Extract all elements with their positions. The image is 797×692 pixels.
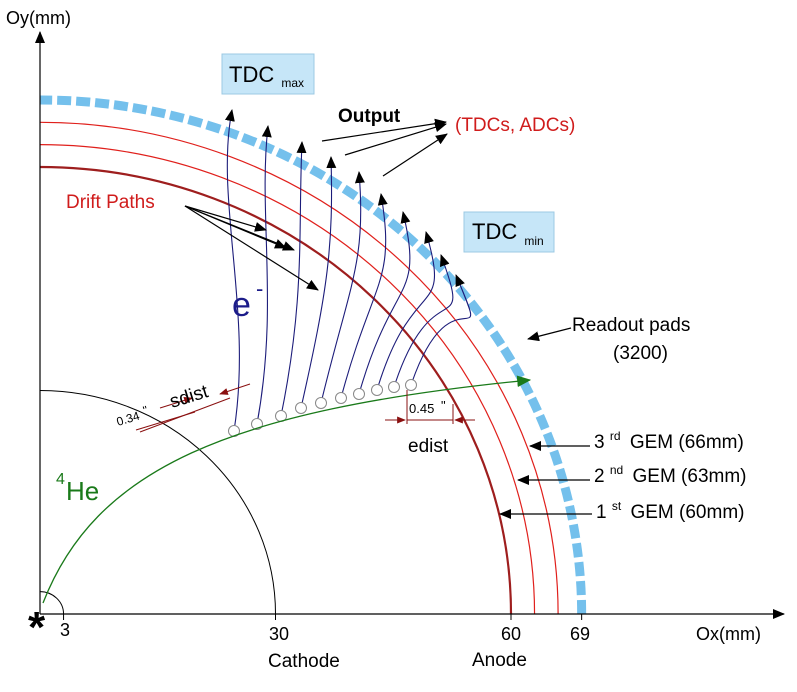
drift-path-1 <box>224 109 240 432</box>
output-annotation: Output (TDCs, ADCs) <box>321 106 575 177</box>
gem1-text: GEM (60mm) <box>630 502 744 523</box>
sdist-value: 0.34 " <box>114 403 150 429</box>
gem-labels: 3 rd GEM (66mm) 2 nd GEM (63mm) 1 st GEM… <box>499 424 747 523</box>
ionization-point-4 <box>295 402 307 414</box>
edist-label: edist <box>408 436 449 457</box>
gem3-sup: rd <box>610 429 621 443</box>
gem3-text: GEM (66mm) <box>630 432 744 453</box>
tdc-max-main: TDC <box>229 62 274 87</box>
helium-label: 4 He <box>56 471 99 506</box>
readout-pads-ring <box>39 95 587 615</box>
helium-symbol: He <box>66 476 99 506</box>
tdc-min-main: TDC <box>472 219 517 244</box>
gem2-label: 2 nd GEM (63mm) <box>594 458 747 487</box>
cathode-label: Cathode <box>268 651 340 672</box>
tdc-min-box: TDC min <box>463 211 555 253</box>
readout-pads-count: (3200) <box>613 343 668 364</box>
tdc-min-box-bg <box>463 211 555 253</box>
ionization-point-10 <box>405 379 417 391</box>
sdist-arrow-left <box>159 397 193 409</box>
helium-track <box>42 375 532 604</box>
tdc-max-sub: max <box>281 76 304 90</box>
detector-rings <box>39 95 587 615</box>
electron-charge: - <box>256 276 263 301</box>
drift-path-8 <box>376 231 436 391</box>
edist-dimension: 0.45 " edist <box>385 390 475 457</box>
anode-label: Anode <box>472 650 527 671</box>
drift-path-10 <box>410 274 472 386</box>
axes: Oy(mm) Ox(mm) * 3 30 60 69 Cathode Anode <box>6 8 785 672</box>
gem3-ord: 3 <box>594 432 605 453</box>
edist-value: 0.45 " <box>409 398 446 416</box>
drift-path-2 <box>256 125 272 425</box>
gem2-ring <box>39 144 536 615</box>
output-arrow-2 <box>344 122 447 156</box>
ionization-point-9 <box>388 381 400 393</box>
readout-pads-pointer <box>527 327 572 342</box>
drift-path-5 <box>320 171 365 404</box>
drift-paths-annotation: Drift Paths <box>66 192 319 291</box>
tdc-max-box: TDC max <box>221 53 315 95</box>
output-label: Output <box>338 106 401 127</box>
gem1-sup: st <box>612 499 622 513</box>
helium-mass-number: 4 <box>56 471 65 488</box>
gem3-ring <box>39 121 559 615</box>
electron-label: e - <box>232 276 263 324</box>
origin-star-mark: * <box>28 603 46 652</box>
gem3-label-group: 3 rd GEM (66mm) <box>529 424 744 453</box>
tdc-max-box-bg <box>221 53 315 95</box>
drift-pointer-2 <box>184 205 295 251</box>
origin-marker-arc <box>39 591 65 615</box>
ionization-point-8 <box>371 384 383 396</box>
tick-label-60: 60 <box>501 624 521 644</box>
tick-label-69: 69 <box>570 624 590 644</box>
tdc-min-label: TDC min <box>472 219 544 248</box>
tdc-min-sub: min <box>524 234 543 248</box>
tdc-max-label: TDC max <box>229 62 304 90</box>
sdist-arrow-right <box>219 383 251 395</box>
sdist-value-number: 0.34 <box>115 409 142 429</box>
x-axis-label: Ox(mm) <box>696 624 761 644</box>
electron-symbol: e <box>232 286 251 324</box>
readout-pads-label: Readout pads <box>572 315 690 336</box>
output-arrow-3 <box>382 133 448 177</box>
gem2-text: GEM (63mm) <box>633 466 747 487</box>
gem2-label-group: 2 nd GEM (63mm) <box>517 458 747 487</box>
ionization-point-6 <box>335 392 347 404</box>
output-arrow-1 <box>321 118 447 142</box>
sdist-label: sdist <box>167 381 211 413</box>
y-axis-label: Oy(mm) <box>6 8 71 28</box>
drift-path-4 <box>300 156 337 409</box>
drift-paths <box>224 109 472 437</box>
tick-labels: 3 30 60 69 <box>60 620 590 644</box>
drift-path-9 <box>393 254 454 388</box>
ionization-point-7 <box>353 388 365 400</box>
gem1-label-group: 1 st GEM (60mm) <box>499 494 744 523</box>
gem1-label: 1 st GEM (60mm) <box>596 494 744 523</box>
sdist-extension-2 <box>139 397 231 433</box>
cathode-ring <box>39 390 276 615</box>
drift-paths-label: Drift Paths <box>66 192 155 213</box>
output-detail: (TDCs, ADCs) <box>455 115 575 136</box>
gem3-label: 3 rd GEM (66mm) <box>594 424 744 453</box>
drift-path-6 <box>340 193 388 399</box>
tick-label-30: 30 <box>269 624 289 644</box>
ionization-point-5 <box>315 397 327 409</box>
gem2-ord: 2 <box>594 466 605 487</box>
gem1-ord: 1 <box>596 502 607 523</box>
edist-value-number: 0.45 <box>409 401 434 416</box>
gem2-sup: nd <box>610 463 623 477</box>
sdist-value-unit: " <box>141 403 149 418</box>
sdist-dimension: 0.34 " sdist <box>114 381 251 433</box>
edist-value-unit: " <box>441 398 446 413</box>
anode-gem1-ring <box>39 165 513 615</box>
drift-path-7 <box>358 211 411 395</box>
readout-pads-annotation: Readout pads (3200) <box>527 315 690 364</box>
drift-pointer-3 <box>184 205 319 291</box>
drift-pointer-4 <box>184 205 267 232</box>
drift-path-3 <box>280 141 307 417</box>
tick-label-3: 3 <box>60 620 70 640</box>
